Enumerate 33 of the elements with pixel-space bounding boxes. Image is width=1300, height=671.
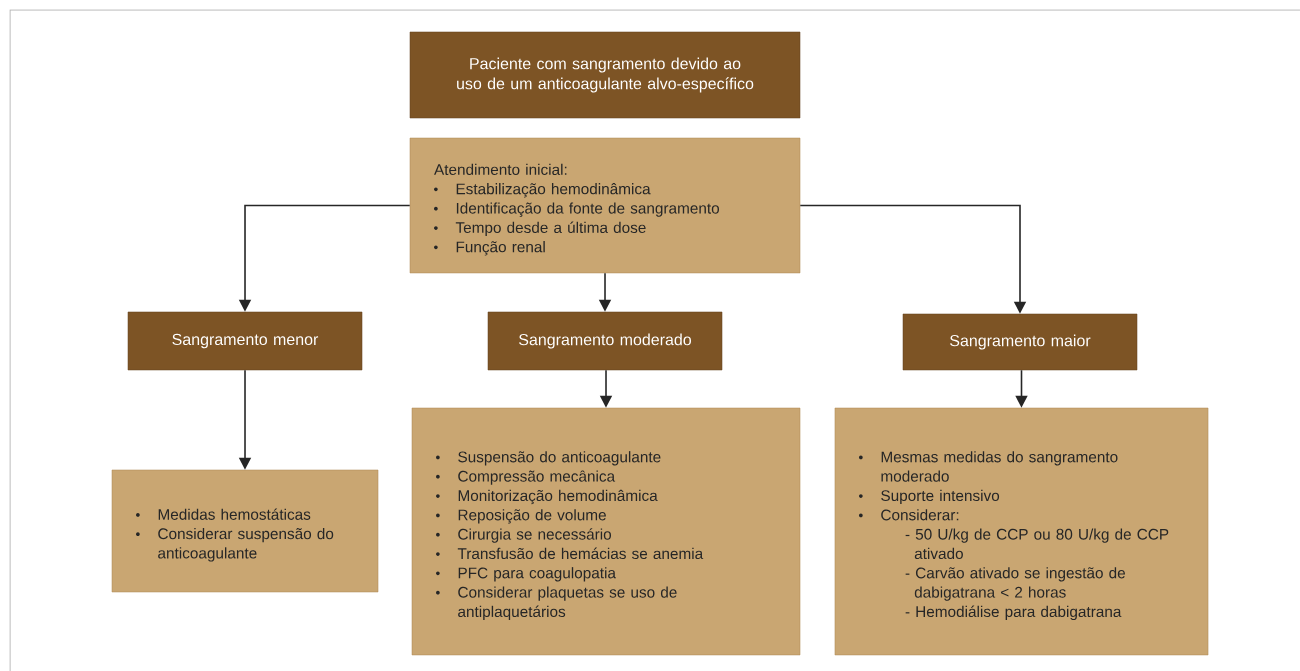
box-title: Sangramento moderado — [519, 333, 691, 349]
sub-item: - Carvão ativado se ingestão de dabigatrana < 2 horas — [905, 567, 1125, 601]
box-heading: Atendimento inicial: — [434, 163, 567, 175]
list-item: Considerar plaquetas se uso de antiplaquetários — [436, 586, 677, 621]
info-box — [411, 407, 801, 656]
info-box — [834, 407, 1209, 656]
category-box — [902, 313, 1138, 371]
box-title: Sangramento menor — [172, 333, 319, 349]
info-box — [409, 137, 801, 274]
list-item: Considerar suspensão do anticoagulante — [136, 527, 334, 562]
list-item: Considerar: — [858, 509, 959, 521]
category-box — [487, 311, 723, 371]
list-item: Identificação da fonte de sangramento — [434, 202, 720, 217]
info-box — [111, 469, 379, 593]
box-title: Paciente com sangramento devido ao uso de um anticoagulante alvo-específico — [457, 57, 754, 93]
list-item: Reposição de volume — [436, 509, 606, 524]
sub-item: - Hemodiálise para dabigatrana — [905, 605, 1122, 621]
list-item: Medidas hemostáticas — [136, 508, 311, 520]
list-item: Suporte intensivo — [858, 489, 1000, 505]
list-item: Cirurgia se necessário — [436, 528, 612, 543]
list-item: Compressão mecânica — [436, 470, 616, 485]
category-box — [409, 31, 801, 119]
category-box — [127, 311, 363, 371]
list-item: Mesmas medidas do sangramento moderado — [858, 451, 1118, 482]
list-item: Função renal — [434, 241, 545, 256]
box-title: Sangramento maior — [950, 334, 1091, 350]
list-item: Estabilização hemodinâmica — [434, 183, 651, 198]
list-item: Monitorização hemodinâmica — [436, 489, 658, 505]
list-item: Transfusão de hemácias se anemia — [436, 547, 704, 560]
sub-item: - 50 U/kg de CCP ou 80 U/kg de CCP ativado — [905, 528, 1169, 560]
list-item: Suspensão do anticoagulante — [436, 451, 661, 466]
list-item: PFC para coagulopatia — [436, 567, 616, 582]
list-item: Tempo desde a última dose — [434, 221, 646, 237]
